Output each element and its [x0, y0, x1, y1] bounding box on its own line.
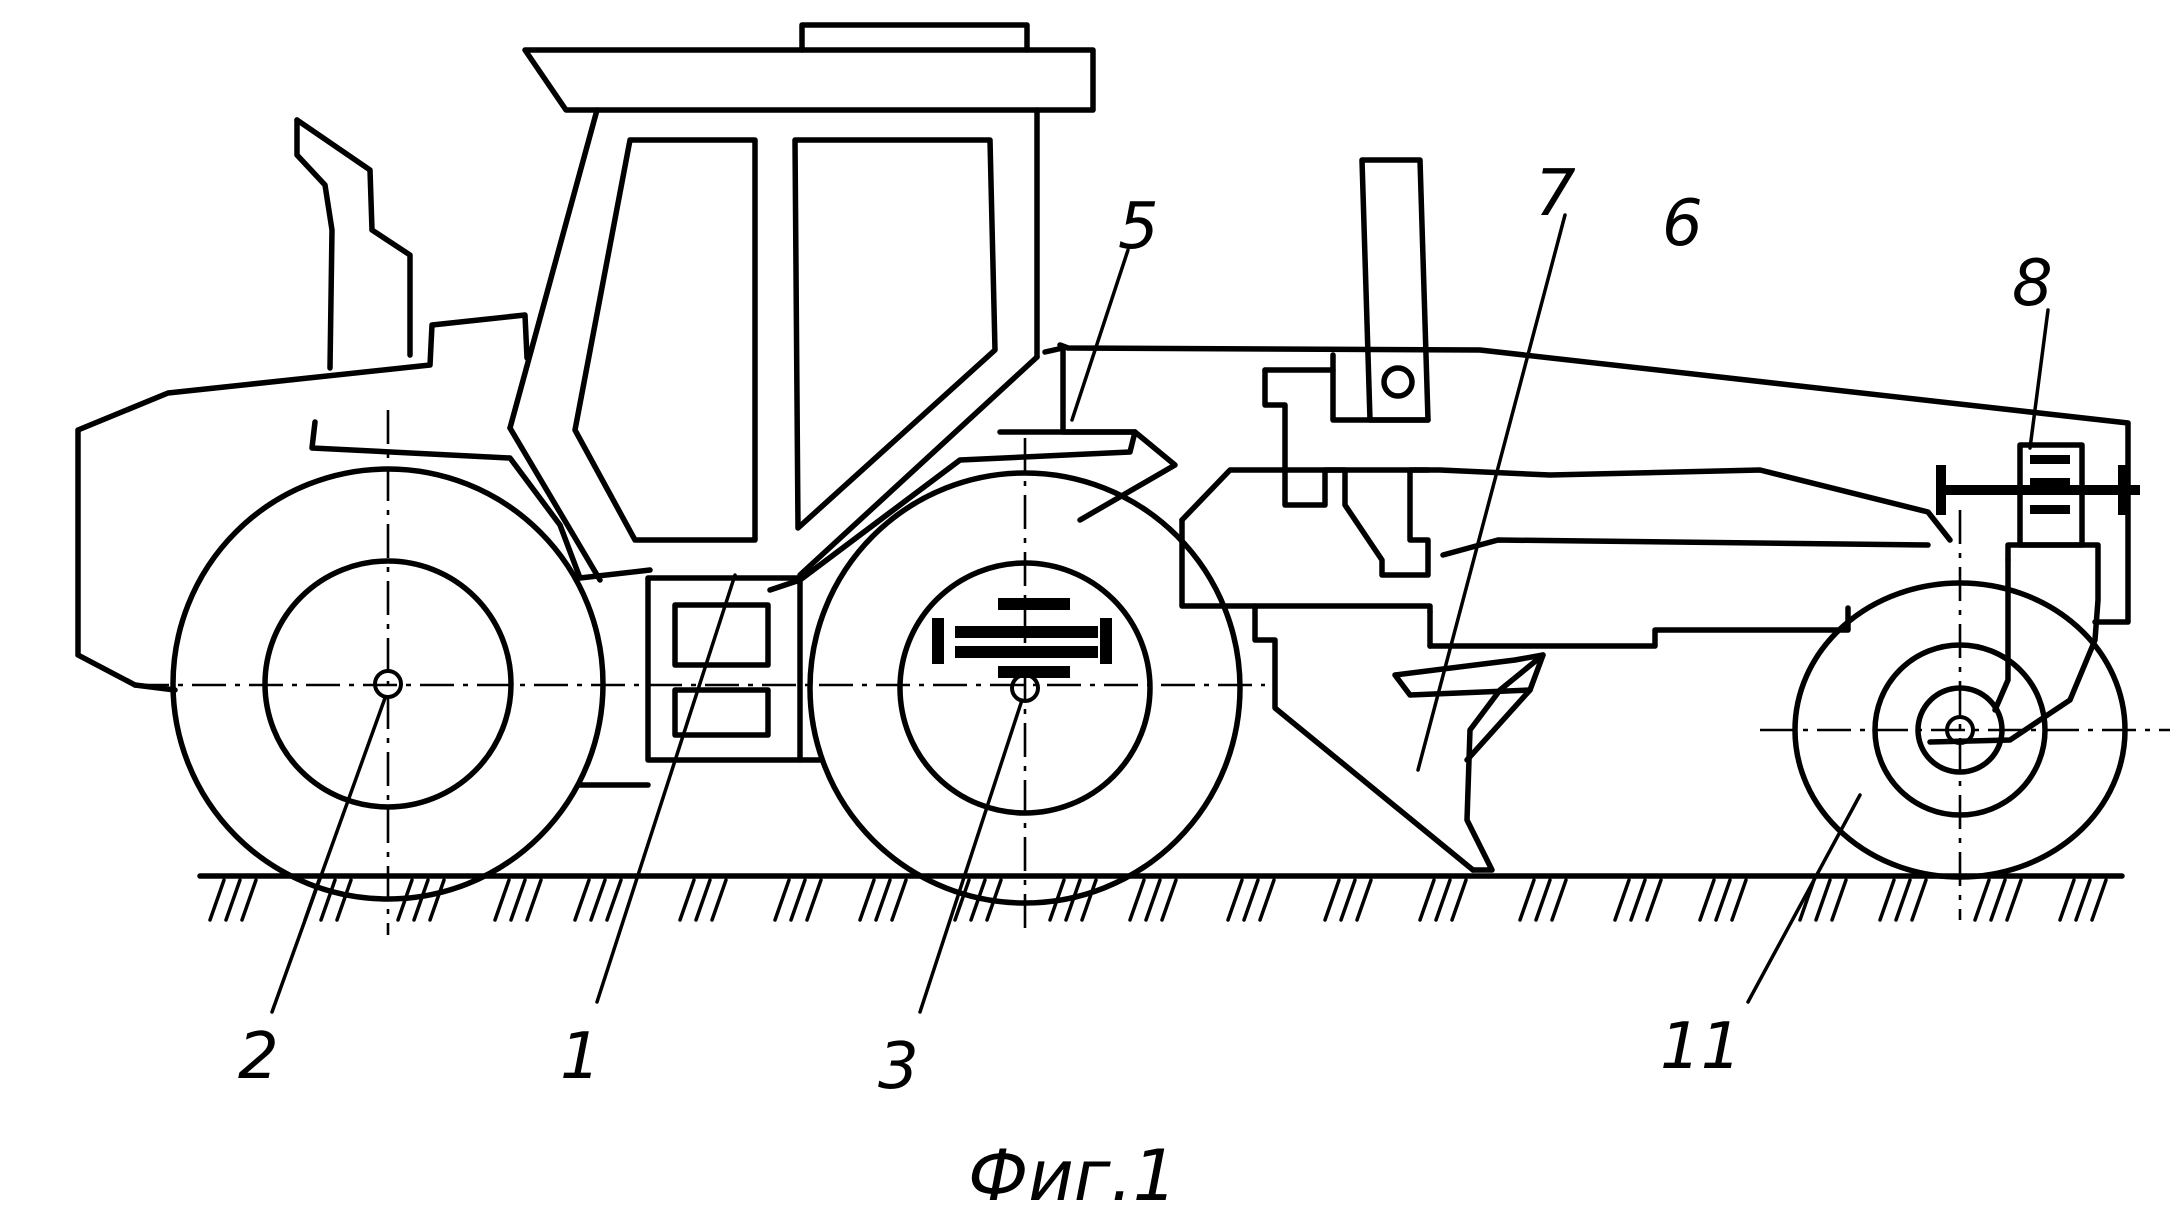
hatch-stroke	[1714, 878, 1732, 922]
hatch-stroke	[493, 878, 511, 922]
hatch-stroke	[710, 878, 728, 922]
chassis	[309, 345, 1178, 788]
hatch-stroke	[605, 878, 623, 922]
hatch-stroke	[953, 878, 971, 922]
hatch-stroke	[789, 878, 807, 922]
hatch-stroke	[2074, 878, 2092, 922]
hatch-stroke	[1698, 878, 1716, 922]
hatch-stroke	[1645, 878, 1663, 922]
center-lines	[135, 410, 2170, 935]
hatch-stroke	[240, 878, 258, 922]
label-3: 3	[878, 1030, 919, 1104]
hatch-stroke	[1128, 878, 1146, 922]
label-5: 5	[1118, 190, 1159, 264]
hatch-stroke	[1355, 878, 1373, 922]
hatch-stroke	[1894, 878, 1912, 922]
hatch-stroke	[1878, 878, 1896, 922]
blade	[1392, 652, 1546, 873]
hatch-stroke	[428, 878, 446, 922]
hatch-stroke	[1550, 878, 1568, 922]
hatch-stroke	[805, 878, 823, 922]
engine-hood	[75, 312, 530, 693]
hatch-stroke	[1160, 878, 1178, 922]
cab-frame	[507, 107, 1040, 583]
hatch-stroke	[1973, 878, 1991, 922]
hatch-stroke	[208, 878, 226, 922]
hatch-stroke	[589, 878, 607, 922]
hatch-stroke	[1339, 878, 1357, 922]
hatch-stroke	[1629, 878, 1647, 922]
figure-caption: Фиг.1	[968, 1135, 1177, 1217]
hatch-stroke	[1258, 878, 1276, 922]
hatch-stroke	[1434, 878, 1452, 922]
label-6: 6	[1662, 187, 1703, 261]
adjustment-unit	[1936, 442, 2140, 548]
hatch-stroke	[694, 878, 712, 922]
label-8: 8	[2012, 247, 2053, 321]
hatch-stroke	[1418, 878, 1436, 922]
hatch-stroke	[1613, 878, 1631, 922]
hatch-stroke	[773, 878, 791, 922]
hatch-stroke	[1730, 878, 1748, 922]
ground	[197, 873, 2125, 922]
hatch-stroke	[2005, 878, 2023, 922]
hatch-stroke	[2090, 878, 2108, 922]
hatch-stroke	[1242, 878, 1260, 922]
hatch-stroke	[1830, 878, 1848, 922]
leader-lines	[270, 213, 2050, 1014]
cab-roof	[522, 22, 1096, 113]
hatch-stroke	[1518, 878, 1536, 922]
hatch-stroke	[1910, 878, 1928, 922]
grader-frame	[1057, 342, 2131, 873]
label-11: 11	[1660, 1010, 1741, 1084]
label-1: 1	[560, 1020, 601, 1094]
hatch-stroke	[1814, 878, 1832, 922]
hatch-stroke	[1989, 878, 2007, 922]
ground-hatching	[208, 878, 2108, 922]
hatch-stroke	[2058, 878, 2076, 922]
hatch-stroke	[1450, 878, 1468, 922]
label-7: 7	[1535, 157, 1576, 231]
label-2: 2	[238, 1020, 279, 1094]
reference-labels: 2 1 3 11 5 7 6 8	[238, 157, 2053, 1104]
hatch-stroke	[678, 878, 696, 922]
hatch-stroke	[1534, 878, 1552, 922]
hatch-stroke	[319, 878, 337, 922]
hatch-stroke	[1080, 878, 1098, 922]
hatch-stroke	[224, 878, 242, 922]
hatch-stroke	[573, 878, 591, 922]
exhaust-pipe	[294, 117, 413, 371]
hatch-stroke	[335, 878, 353, 922]
hatch-stroke	[1144, 878, 1162, 922]
hatch-stroke	[412, 878, 430, 922]
hatch-stroke	[1226, 878, 1244, 922]
hatch-stroke	[874, 878, 892, 922]
hatch-stroke	[1323, 878, 1341, 922]
hatch-stroke	[509, 878, 527, 922]
hydraulic-cylinder	[1262, 157, 1431, 578]
hatch-stroke	[858, 878, 876, 922]
hatch-stroke	[890, 878, 908, 922]
hatch-stroke	[525, 878, 543, 922]
